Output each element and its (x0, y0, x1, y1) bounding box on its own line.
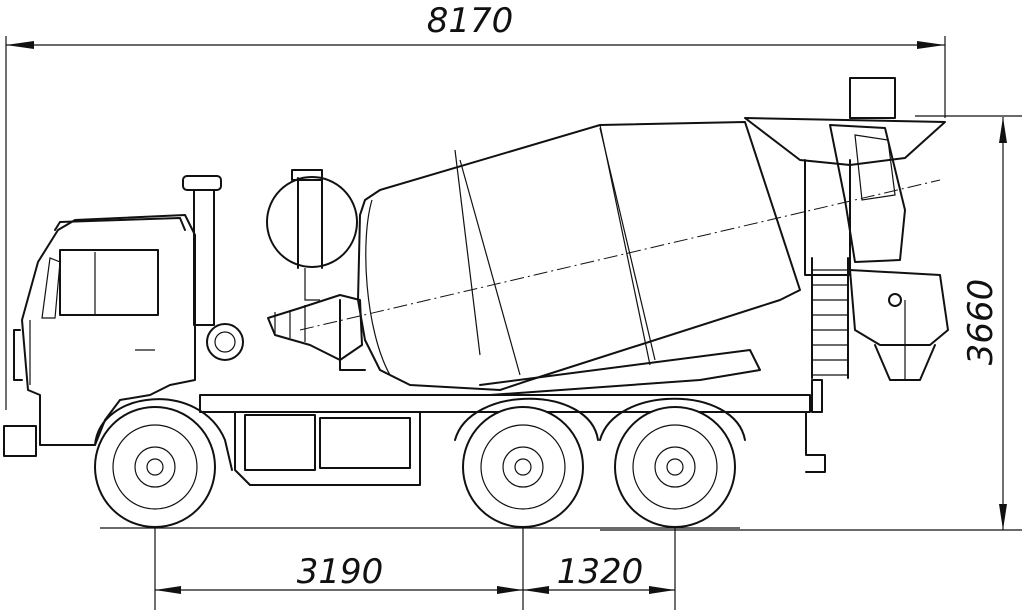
front-axle-spacing-label: 3190 (297, 552, 384, 592)
access-ladder (811, 257, 849, 379)
rear-axle-spacing-label: 1320 (557, 552, 644, 592)
exhaust-stack (182, 175, 222, 326)
front-fender (94, 398, 233, 471)
mixer-drum (299, 121, 941, 396)
rear-wheel-front-axle (462, 406, 584, 528)
chassis-frame (199, 379, 826, 486)
height-dimension: 3660 (600, 115, 1022, 531)
overall-length-dimension: 8170 (5, 1, 946, 410)
height-label: 3660 (961, 279, 1001, 366)
rear-fender (454, 397, 746, 441)
loading-hopper (744, 77, 949, 381)
front-wheel (94, 406, 216, 528)
overall-length-label: 8170 (427, 1, 514, 41)
hydraulic-drive (206, 294, 366, 371)
water-tank (266, 169, 358, 301)
rear-wheel-rear-axle (614, 406, 736, 528)
axle-spacing-dimensions: 3190 1320 (154, 470, 676, 610)
